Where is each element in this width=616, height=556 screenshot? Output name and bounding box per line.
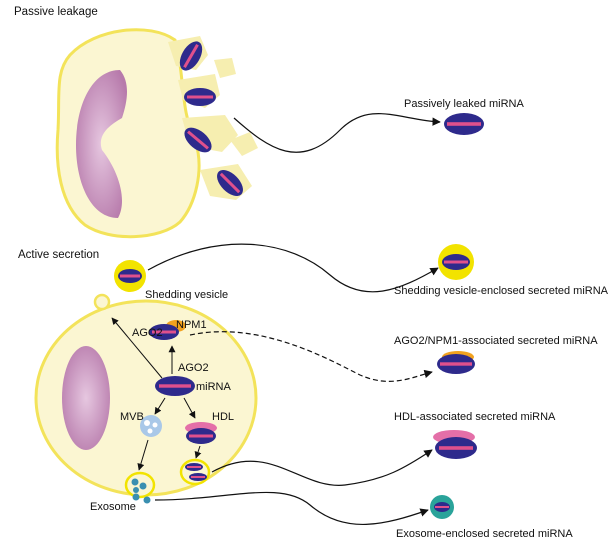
output-label-exosome: Exosome-enclosed secreted miRNA — [396, 528, 573, 540]
label-exosome: Exosome — [90, 501, 136, 513]
arrow-exosome-out — [154, 491, 429, 525]
section-title-passive: Passive leakage — [14, 6, 98, 18]
mirna-output-passive — [444, 113, 484, 135]
mirna-output-exosome — [430, 495, 454, 519]
arrow-hdl-to-membrane — [194, 445, 202, 459]
ago2-npm1-complex — [149, 320, 186, 340]
arrow-passive — [233, 113, 441, 153]
exosomes — [124, 471, 156, 504]
shedding-vesicle — [114, 260, 146, 292]
arrow-to-shedding — [111, 317, 163, 379]
output-label-passive: Passively leaked miRNA — [404, 98, 524, 110]
hdl-mirna-inside — [185, 422, 217, 444]
nucleus-active — [62, 346, 110, 450]
label-mvb: MVB — [120, 411, 144, 423]
label-mirna: miRNA — [196, 381, 231, 393]
mirna-leaking-1 — [179, 41, 203, 71]
label-npm1: NPM1 — [176, 319, 207, 331]
mirna-leaking-3 — [184, 127, 212, 153]
mirna-leaking-2 — [184, 88, 216, 106]
arrow-to-mvb — [154, 397, 166, 415]
mirna-output-ago2npm1 — [437, 351, 475, 374]
nucleus-passive — [76, 70, 127, 218]
label-ago2-complex: AGO2 — [132, 327, 163, 339]
section-title-active: Active secretion — [18, 249, 99, 261]
output-label-ago2npm1: AGO2/NPM1-associated secreted miRNA — [394, 335, 598, 347]
ago2-mirna-central — [155, 376, 195, 396]
label-shedding-vesicle: Shedding vesicle — [145, 289, 228, 301]
hdl-vesicle-membrane — [179, 458, 211, 486]
mirna-output-shedding — [438, 244, 474, 280]
arrow-shedding-out — [147, 243, 439, 293]
mirna-leaking-4 — [217, 170, 243, 196]
output-label-hdl: HDL-associated secreted miRNA — [394, 411, 556, 423]
mirna-output-hdl — [433, 430, 477, 459]
arrow-mvb-to-exosome — [137, 439, 149, 471]
label-hdl: HDL — [212, 411, 234, 423]
arrow-hdl-out — [211, 449, 433, 486]
arrow-ago2npm1-out — [189, 331, 433, 382]
arrow-to-hdl — [183, 397, 196, 419]
mvb — [140, 415, 162, 437]
label-ago2-central: AGO2 — [178, 362, 209, 374]
output-label-shedding: Shedding vesicle-enclosed secreted miRNA — [394, 285, 609, 297]
